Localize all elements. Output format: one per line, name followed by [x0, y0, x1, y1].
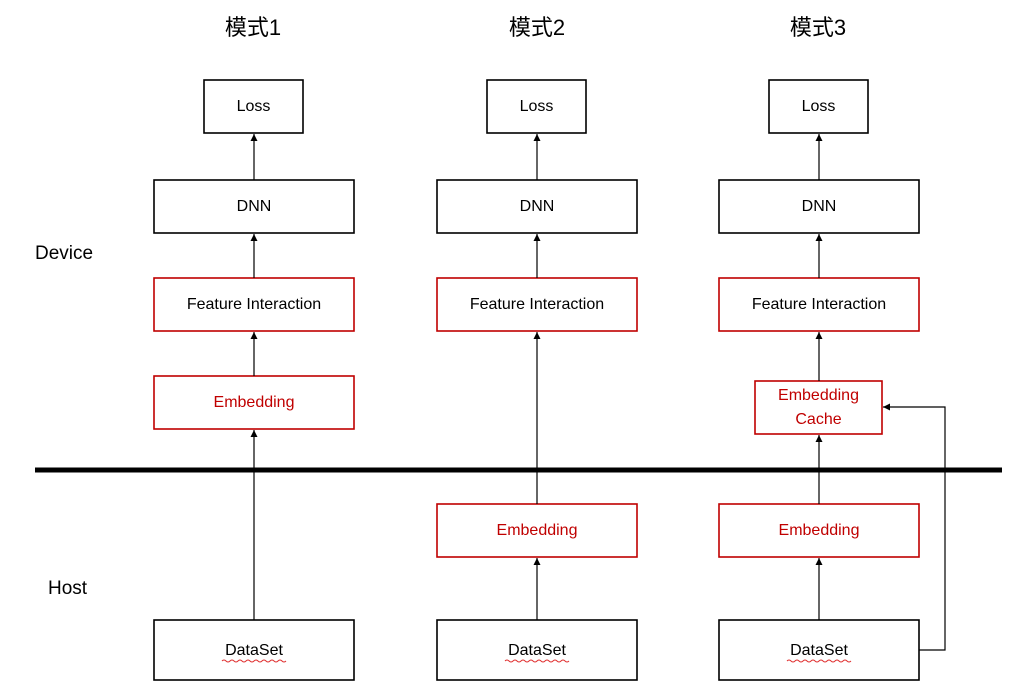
- column-title-mode3: 模式3: [790, 15, 846, 40]
- spellcheck-underline: [786, 659, 852, 663]
- mode2-embedding-label: Embedding: [497, 522, 578, 539]
- mode3-dataset-label: DataSet: [790, 642, 848, 659]
- mode3-feature-interaction-label: Feature Interaction: [752, 296, 886, 313]
- mode3-embedding-node: Embedding: [718, 503, 920, 558]
- mode1-dataset-node: DataSet: [153, 619, 355, 681]
- mode2-dnn-label: DNN: [520, 198, 555, 215]
- mode1-loss-node: Loss: [203, 79, 304, 134]
- mode3-embedding-cache-label-line1: Embedding: [778, 387, 859, 404]
- column-title-mode2: 模式2: [509, 15, 565, 40]
- mode1-loss-label: Loss: [237, 98, 271, 115]
- mode1-feature-interaction-node: Feature Interaction: [153, 277, 355, 332]
- mode3-dnn-label: DNN: [802, 198, 837, 215]
- mode2-dataset-node: DataSet: [436, 619, 638, 681]
- mode1-dnn-label: DNN: [237, 198, 272, 215]
- mode2-dataset-label: DataSet: [508, 642, 566, 659]
- mode3-dnn-node: DNN: [718, 179, 920, 234]
- mode3-feature-interaction-node: Feature Interaction: [718, 277, 920, 332]
- mode2-embedding-node: Embedding: [436, 503, 638, 558]
- mode2-feature-interaction-label: Feature Interaction: [470, 296, 604, 313]
- mode2-loss-label: Loss: [520, 98, 554, 115]
- mode1-embedding-label: Embedding: [214, 394, 295, 411]
- mode1-embedding-node: Embedding: [153, 375, 355, 430]
- mode3-dataset-node: DataSet: [718, 619, 920, 681]
- column-title-mode1: 模式1: [225, 15, 281, 40]
- spellcheck-underline: [504, 659, 570, 663]
- mode3-edge-dataset-cache-bypass: [883, 403, 946, 651]
- mode3-embedding-label: Embedding: [779, 522, 860, 539]
- mode3-embedding-cache-label-line2: Cache: [795, 411, 841, 428]
- host-label: Host: [48, 578, 88, 599]
- mode3-embedding-cache-node: Embedding Cache: [754, 380, 883, 435]
- spellcheck-underline: [221, 659, 287, 663]
- mode1-feature-interaction-label: Feature Interaction: [187, 296, 321, 313]
- mode3-loss-node: Loss: [768, 79, 869, 134]
- device-label: Device: [35, 243, 93, 264]
- mode2-feature-interaction-node: Feature Interaction: [436, 277, 638, 332]
- mode2-loss-node: Loss: [486, 79, 587, 134]
- mode1-dnn-node: DNN: [153, 179, 355, 234]
- mode1-dataset-label: DataSet: [225, 642, 283, 659]
- mode3-loss-label: Loss: [802, 98, 836, 115]
- mode2-dnn-node: DNN: [436, 179, 638, 234]
